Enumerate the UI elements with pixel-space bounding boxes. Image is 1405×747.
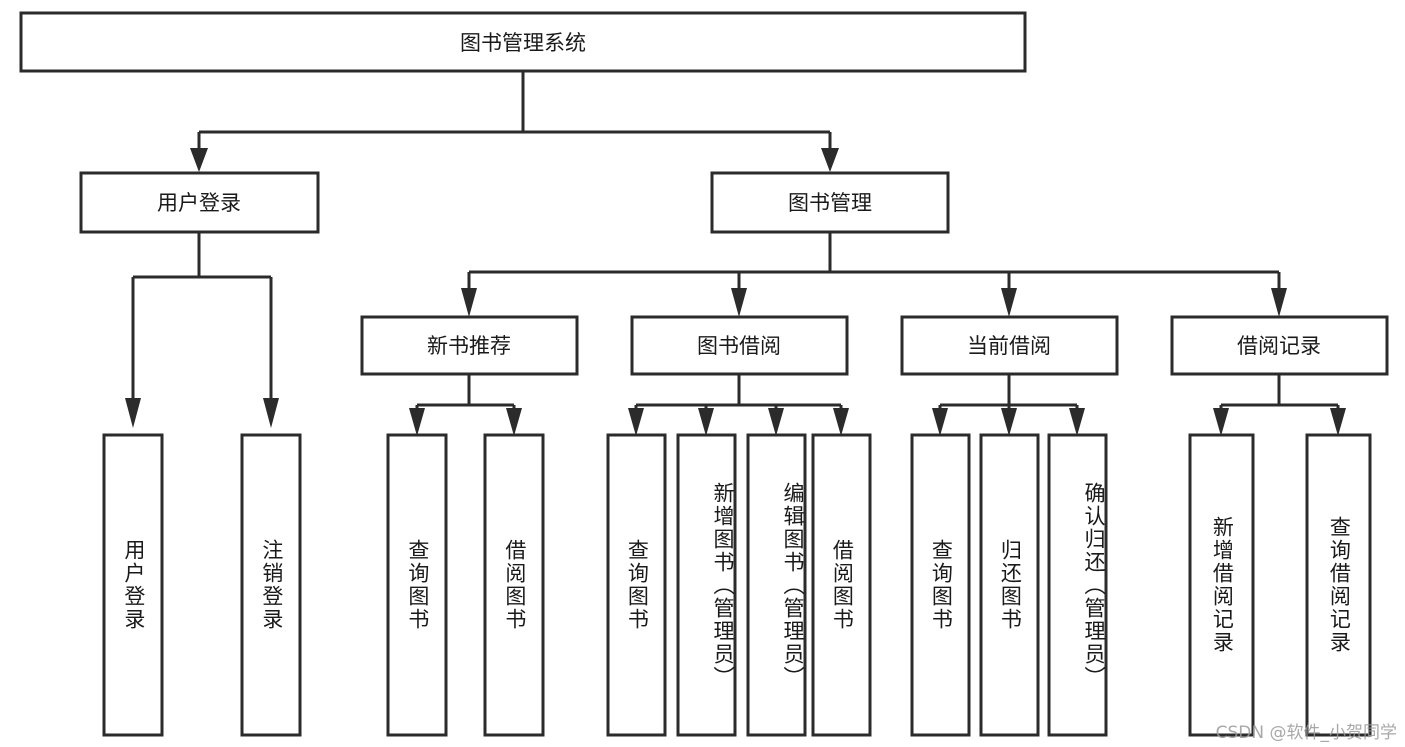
node-leaf-query-book-2-box[interactable]: [606, 433, 667, 737]
node-root-box[interactable]: [19, 11, 1027, 73]
arrowhead-leaf-add-record: [1213, 408, 1229, 436]
node-new-book-recommend-label: 新书推荐: [427, 334, 511, 358]
node-book-manage[interactable]: 图书管理: [710, 171, 950, 234]
node-book-borrow-box[interactable]: [630, 315, 849, 376]
node-leaf-query-book-3-box[interactable]: [910, 433, 971, 737]
connector-group-currentborrow-to-leaves: [932, 374, 1085, 436]
arrowhead-leaf-borrow-book-1: [506, 408, 522, 436]
connector-group-userlogin-to-leaves: [125, 232, 279, 428]
arrowhead-borrow-record: [1271, 288, 1287, 317]
arrowhead-leaf-add-book: [698, 408, 714, 436]
node-leaf-query-record-box[interactable]: [1305, 433, 1372, 737]
connector-group-newbook-to-leaves: [409, 374, 522, 436]
node-leaf-return-book-box[interactable]: [979, 433, 1040, 737]
node-root-label: 图书管理系统: [460, 31, 586, 55]
node-leaf-borrow-book-1-box[interactable]: [483, 433, 545, 737]
node-root[interactable]: 图书管理系统: [19, 11, 1027, 73]
node-book-manage-box[interactable]: [710, 171, 950, 234]
node-user-login-box[interactable]: [79, 171, 320, 234]
arrowhead-leaf-borrow-book-2: [833, 408, 849, 436]
arrowhead-current-borrow: [1001, 288, 1017, 317]
node-leaf-query-book-1-box[interactable]: [386, 433, 448, 737]
arrowhead-book-borrow: [731, 288, 747, 317]
node-book-borrow-label: 图书借阅: [697, 334, 781, 358]
connector-group-borrowrecord-to-leaves: [1213, 374, 1346, 436]
arrowhead-leaf-query-book-1: [409, 408, 425, 436]
node-borrow-record-box[interactable]: [1170, 315, 1389, 376]
node-current-borrow-box[interactable]: [900, 315, 1119, 376]
node-book-manage-label: 图书管理: [788, 191, 872, 215]
connector-group-bookmanage-to-level3: [461, 232, 1287, 317]
node-leaf-user-login-box[interactable]: [102, 433, 164, 737]
node-leaf-add-book-box[interactable]: [676, 433, 737, 737]
node-new-book-recommend[interactable]: 新书推荐: [360, 315, 579, 376]
arrowhead-user-login: [190, 148, 208, 172]
arrowhead-leaf-logout: [263, 398, 279, 428]
arrowhead-leaf-confirm-return: [1069, 408, 1085, 436]
node-borrow-record[interactable]: 借阅记录: [1170, 315, 1389, 376]
node-leaf-edit-book-box[interactable]: [746, 433, 807, 737]
node-leaf-confirm-return-box[interactable]: [1047, 433, 1108, 737]
connector-group-root-to-level2: [190, 71, 839, 172]
arrowhead-book-manage: [821, 148, 839, 172]
arrowhead-leaf-query-book-3: [932, 408, 948, 436]
node-leaf-borrow-book-2-box[interactable]: [811, 433, 872, 737]
connector-group-bookborrow-to-leaves: [628, 374, 849, 436]
node-borrow-record-label: 借阅记录: [1237, 334, 1321, 358]
csdn-watermark: CSDN @软件_小贺同学: [1215, 723, 1397, 743]
arrowhead-leaf-query-record: [1330, 408, 1346, 436]
arrowhead-leaf-return-book: [1001, 408, 1017, 436]
node-book-borrow[interactable]: 图书借阅: [630, 315, 849, 376]
node-new-book-recommend-box[interactable]: [360, 315, 579, 376]
node-user-login-label: 用户登录: [157, 191, 241, 215]
arrowhead-leaf-query-book-2: [628, 408, 644, 436]
arrowhead-leaf-edit-book: [768, 408, 784, 436]
node-leaf-add-record-box[interactable]: [1188, 433, 1255, 737]
node-user-login[interactable]: 用户登录: [79, 171, 320, 234]
node-leaf-logout-login-box[interactable]: [240, 433, 302, 737]
arrowhead-leaf-user-login: [125, 398, 141, 428]
arrowhead-new-book: [461, 288, 477, 317]
node-current-borrow-label: 当前借阅: [967, 334, 1051, 358]
node-current-borrow[interactable]: 当前借阅: [900, 315, 1119, 376]
